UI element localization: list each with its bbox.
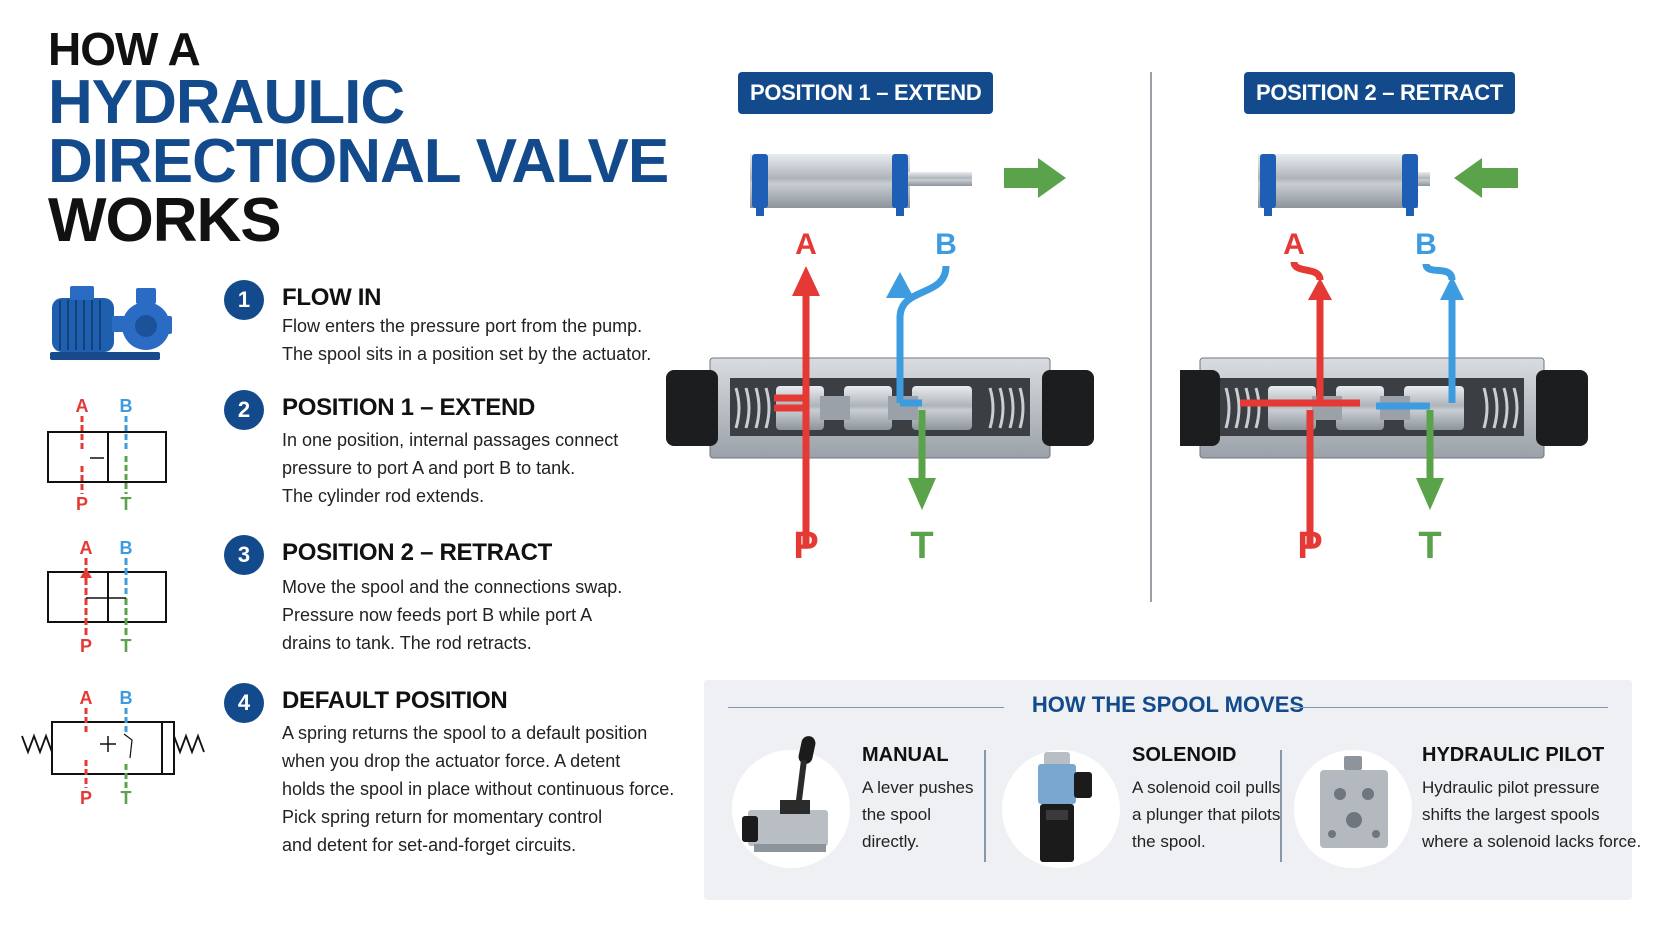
pump-icon [50,286,172,360]
title-line-3: DIRECTIONAL VALVE [48,127,669,197]
extend-port-t: T [910,525,933,567]
step-3-number: 3 [224,535,264,575]
step-3-heading: POSITION 2 – RETRACT [282,539,553,566]
retract-port-p: P [1297,525,1322,567]
symbol-3-port-t: T [121,788,132,808]
symbol-2-port-a: A [80,538,93,558]
symbol-2-port-p: P [80,636,92,654]
spool-panel-title: HOW THE SPOOL MOVES [1031,692,1305,717]
extend-port-p: P [793,525,818,567]
symbol-2-port-t: T [121,636,132,654]
step-4-body: A spring returns the spool to a default … [282,723,675,855]
extend-diagram: A B P T [666,154,1094,567]
retract-port-t: T [1418,525,1441,567]
arrow-retract-icon [1454,158,1518,198]
extend-port-b: B [935,228,957,261]
cylinder-extend-icon [750,154,972,216]
lever-valve-icon [742,736,828,852]
badge-position-extend: POSITION 1 – EXTEND [738,72,994,114]
method-manual-heading: MANUAL [862,744,949,766]
symbol-1-port-t: T [121,494,132,512]
method-pilot-body: Hydraulic pilot pressure shifts the larg… [1422,778,1642,851]
step-2-heading: POSITION 1 – EXTEND [282,394,536,421]
symbol-1-port-b: B [120,396,133,416]
spool-panel: HOW THE SPOOL MOVES MANUAL A lever pushe… [704,680,1641,900]
method-divider-1 [984,750,986,862]
title-line-2: HYDRAULIC [48,68,405,138]
step-1-heading: FLOW IN [282,284,382,311]
symbol-3-port-p: P [80,788,92,808]
title-line-4: WORKS [48,186,282,256]
pilot-block-icon [1320,756,1388,848]
method-pilot-heading: HYDRAULIC PILOT [1422,744,1605,766]
step-4-heading: DEFAULT POSITION [282,687,508,714]
title-line-1: HOW A [48,23,201,75]
badge-position-retract: POSITION 2 – RETRACT [1244,72,1516,114]
symbol-1-port-a: A [76,396,89,416]
extend-port-a: A [795,228,817,261]
diagram-divider [1150,72,1152,602]
page-title: HOW A HYDRAULIC DIRECTIONAL VALVE WORKS [48,23,669,256]
valve-symbol-extend-icon: A B P T [47,538,167,654]
valve-symbol-spring-icon: A B P T [21,688,205,808]
retract-diagram: A B P T [1180,154,1588,567]
solenoid-icon [1038,752,1092,862]
symbol-1-port-p: P [76,494,88,512]
panel-rule-right [1292,707,1608,708]
symbol-3-port-a: A [80,688,93,708]
step-1-number: 1 [224,280,264,320]
method-solenoid-body: A solenoid coil pulls a plunger that pil… [1132,778,1281,851]
symbol-2-port-b: B [120,538,133,558]
valve-symbol-icon: A B P T [47,396,167,512]
method-solenoid-heading: SOLENOID [1132,744,1237,766]
step-2-body: In one position, internal passages conne… [282,430,619,506]
method-divider-2 [1280,750,1282,862]
cylinder-retract-icon [1258,154,1430,216]
panel-rule-left [728,707,1004,708]
method-manual-body: A lever pushes the spool directly. [862,778,974,851]
arrow-extend-icon [1004,158,1066,198]
step-1-body: Flow enters the pressure port from the p… [282,316,652,364]
step-4-number: 4 [224,683,264,723]
step-2-number: 2 [224,390,264,430]
step-3-body: Move the spool and the connections swap.… [282,577,623,653]
retract-port-a: A [1283,228,1305,261]
retract-port-b: B [1415,228,1437,261]
symbol-3-port-b: B [120,688,133,708]
